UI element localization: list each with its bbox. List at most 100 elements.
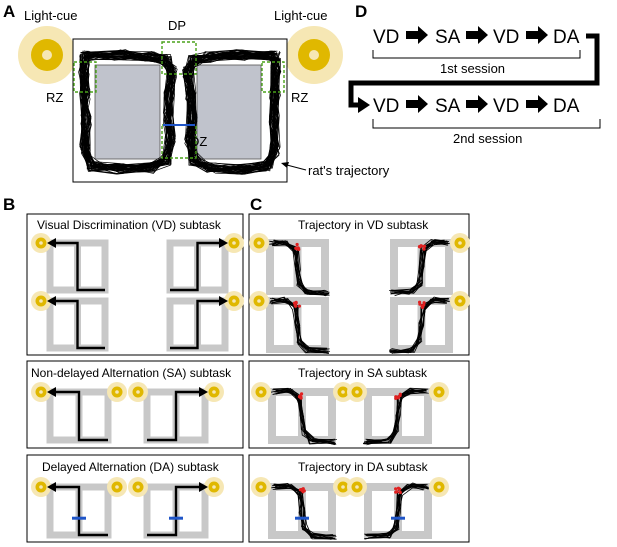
da-left-light-left-icon-dot — [39, 485, 43, 489]
c-da-right-trajectory-line — [366, 483, 428, 535]
c-vd-top-right-choice-point — [418, 245, 422, 249]
c-da-right-choice-point — [398, 487, 402, 491]
reward-zone-left — [73, 61, 97, 93]
da-left-path — [54, 485, 108, 537]
c-sa-left-block-right — [306, 396, 328, 436]
session1-label: 1st session — [440, 61, 505, 76]
da-right-path — [147, 485, 201, 537]
panel-letter-b: B — [3, 195, 15, 214]
session1-arrow-2 — [466, 26, 488, 44]
c-vd-top-right-choice-point — [422, 247, 426, 251]
trajectory-line-left — [79, 51, 175, 174]
vd-trajectory-title: Trajectory in VD subtask — [298, 218, 429, 232]
vd-top-left-light-left-icon-dot — [39, 241, 43, 245]
c-sa-left-trajectory-line — [275, 391, 335, 445]
trajectory-line-left — [81, 50, 176, 172]
vd-top-left-arrowhead — [47, 238, 56, 248]
c-sa-right-trajectory-line — [366, 389, 424, 444]
c-vd-top-right-trajectory-line — [390, 241, 446, 293]
vd-top-right-path — [170, 241, 221, 292]
vd-bottom-left-light-left-icon-dot — [39, 299, 43, 303]
c-da-right-block-left — [372, 491, 394, 531]
session2-arrow-1 — [406, 95, 428, 113]
session2-arrow-3 — [526, 95, 548, 113]
panel-letter-c: C — [250, 195, 262, 214]
c-vd-top-right-block-left — [398, 247, 418, 287]
c-da-right-light-right-icon-dot — [437, 485, 441, 489]
c-da-left-trajectory-line — [274, 483, 336, 536]
session2-bracket — [372, 119, 601, 129]
c-vd-top-left-trajectory-line — [272, 244, 325, 294]
c-vd-bottom-right-trajectory-line — [392, 300, 450, 353]
trajectory-line-right — [186, 53, 276, 174]
panel-letter-a: A — [3, 2, 15, 21]
c-vd-top-left-block-left — [274, 247, 294, 287]
c-da-left-block-left — [276, 491, 298, 531]
sa-right-arrowhead — [199, 387, 208, 397]
session2-label: 2nd session — [453, 131, 522, 146]
rz-right-label: RZ — [291, 90, 308, 105]
c-vd-top-right-choice-point — [422, 244, 427, 248]
c-sa-right-block-right — [402, 396, 424, 436]
c-da-left-choice-point — [301, 487, 305, 491]
c-vd-top-right-block-right — [425, 247, 445, 287]
c-da-left-block-right — [306, 491, 328, 531]
da-right-arrowhead — [199, 482, 208, 492]
c-sa-right-block-left — [372, 396, 394, 436]
vd-bottom-right-light-right-icon-dot — [232, 299, 236, 303]
c-da-right-light-left-icon-dot — [355, 485, 359, 489]
c-vd-top-left-trajectory-line — [274, 240, 328, 296]
vd-bottom-left-path — [54, 299, 105, 350]
panel-letter-d: D — [355, 2, 367, 21]
c-vd-top-right-trajectory-line — [393, 239, 449, 294]
vd-bottom-right-arrowhead — [219, 296, 228, 306]
c-vd-bottom-left-trajectory-line — [269, 296, 328, 349]
sa-right-light-right-icon-dot — [212, 390, 216, 394]
c-sa-left-choice-point — [299, 396, 303, 400]
session1-bracket — [372, 50, 581, 59]
c-sa-left-trajectory-line — [275, 389, 337, 445]
trajectory-line-left — [80, 50, 174, 171]
trajectory-line-right — [184, 54, 281, 174]
c-vd-top-right-light-right-icon-dot — [458, 241, 462, 245]
c-sa-right-light-left-icon-dot — [355, 390, 359, 394]
session2-step-1: VD — [373, 96, 399, 117]
session2-step-2: SA — [435, 96, 461, 117]
dz-label: DZ — [190, 134, 207, 149]
sa-right-light-left-icon-dot — [136, 390, 140, 394]
sa-subtask-title: Non-delayed Alternation (SA) subtask — [31, 366, 232, 380]
session-connector-head — [358, 97, 370, 113]
session1-step-1: VD — [373, 27, 399, 48]
c-vd-bottom-left-block-left — [274, 305, 294, 345]
c-sa-right-trajectory-line — [362, 392, 425, 445]
light-cue-right-icon — [285, 26, 343, 84]
c-sa-left-choice-point — [299, 392, 304, 396]
c-vd-top-left-choice-point — [295, 242, 299, 247]
decision-point-zone — [161, 41, 197, 75]
session2-step-4: DA — [553, 96, 580, 117]
c-vd-bottom-left-trajectory-line — [269, 298, 329, 353]
arena-block-right — [196, 64, 262, 160]
session2-sequence: VD SA VD DA 2nd session — [372, 95, 601, 146]
c-vd-bottom-right-choice-point — [422, 301, 426, 305]
c-vd-top-left-trajectory-line — [271, 240, 330, 296]
c-vd-bottom-left-trajectory-line — [272, 297, 330, 353]
session1-arrow-1 — [406, 26, 428, 44]
light-cue-right-label: Light-cue — [274, 8, 327, 23]
c-da-right-choice-point — [398, 490, 402, 495]
session1-sequence: VD SA VD DA 1st session — [372, 26, 581, 76]
panel-b-mazes — [31, 233, 244, 539]
c-da-right-block-right — [402, 491, 424, 531]
vd-top-left-path — [54, 241, 105, 292]
c-sa-right-choice-point — [394, 396, 398, 401]
session-connector — [348, 33, 600, 108]
rz-left-label: RZ — [46, 90, 63, 105]
c-da-left-trajectory-line — [274, 487, 337, 537]
panel-a: A Light-cue Light-cue DP RZ — [3, 2, 390, 183]
c-da-right-trajectory-line — [364, 482, 429, 540]
c-da-left-light-left-icon-dot — [259, 485, 263, 489]
da-left-arrowhead — [47, 482, 56, 492]
da-subtask-title: Delayed Alternation (DA) subtask — [42, 460, 220, 474]
dp-label: DP — [168, 18, 186, 33]
c-da-right-choice-point — [394, 487, 398, 491]
